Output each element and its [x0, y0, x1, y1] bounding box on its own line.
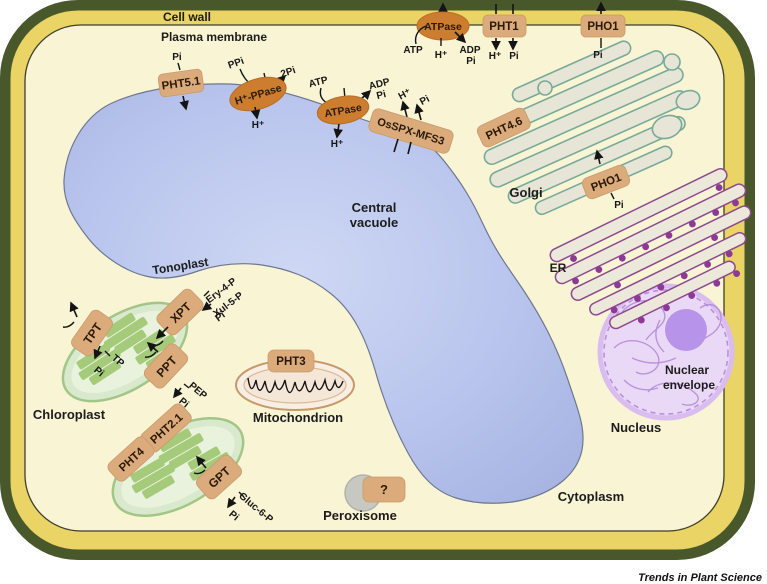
- h-label: H⁺: [489, 51, 502, 62]
- atp-label: ATP: [403, 45, 423, 56]
- atp-label: ATP: [308, 75, 330, 90]
- tpt-group: TPT TP Pi: [62, 301, 126, 379]
- golgi-vesicle: [675, 89, 701, 111]
- adp-label: ADP: [368, 77, 391, 93]
- pi-label: Pi: [466, 56, 476, 67]
- h-label: H⁺: [435, 50, 448, 61]
- peroxisome: ?: [344, 474, 406, 512]
- adp-label: ADP: [459, 45, 480, 56]
- pht4-box: [107, 436, 155, 482]
- pht5-1-box: [157, 68, 205, 98]
- endoplasmic-reticulum: [549, 168, 752, 330]
- plasma-membrane-label: Plasma membrane: [161, 30, 267, 44]
- v-atpase-group: ATP ADP Pi ATPase H⁺: [308, 75, 392, 150]
- pht5-1-group: Pi PHT5.1: [157, 52, 205, 111]
- nuclear-envelope-dashed-ring: [603, 289, 729, 415]
- pho1-golgi-group: PHO1 Pi: [581, 149, 631, 211]
- peroxisome-transporter-label: ?: [380, 482, 388, 497]
- pho1-pm-label: PHO1: [587, 21, 619, 33]
- h-label: H⁺: [397, 87, 413, 103]
- journal-credit: Trends in Plant Science: [638, 572, 762, 584]
- peroxisome-transporter-box: [362, 476, 406, 503]
- golgi-apparatus: [483, 40, 701, 216]
- v-atpase-pump: [316, 95, 370, 125]
- golgi-vesicle: [537, 80, 553, 96]
- h-label: H⁺: [252, 120, 265, 131]
- er-label: ER: [550, 261, 567, 275]
- golgi-label: Golgi: [509, 185, 542, 200]
- ppt-box: [143, 343, 189, 389]
- tpt-box: [71, 309, 113, 357]
- golgi-vesicle: [663, 53, 681, 71]
- pht4-6-box: [476, 107, 531, 148]
- pht3-group: PHT3: [267, 349, 315, 373]
- pm-atpase-label: ATPase: [424, 21, 462, 33]
- gpt-box: [196, 454, 242, 500]
- nucleus-label: Nucleus: [611, 420, 662, 435]
- pi-label: Pi: [593, 50, 603, 61]
- central-vacuole-label-line2: vacuole: [350, 215, 398, 230]
- pht1-group: PHT1 H⁺ Pi: [482, 4, 527, 62]
- pht1-label: PHT1: [489, 21, 519, 33]
- pho1-pm-group: PHO1 Pi: [580, 1, 626, 61]
- pht1-box: [482, 14, 527, 38]
- chromatin-strands: [613, 300, 722, 406]
- nucleolus: [665, 309, 707, 351]
- pi-label: Pi: [172, 52, 182, 63]
- xpt-box: [156, 288, 204, 336]
- cytoplasm-label: Cytoplasm: [558, 489, 624, 504]
- mitochondrion: [235, 359, 355, 411]
- pm-atpase-group: ATPase ATP H⁺ ADP Pi: [403, 2, 481, 67]
- nuclear-envelope-label-line2: envelope: [663, 378, 715, 392]
- ribosome-dots: [570, 184, 741, 324]
- nuclear-envelope-label-line1: Nuclear: [665, 363, 709, 377]
- golgi-vesicle: [651, 114, 683, 140]
- pho1-golgi-box: [581, 164, 631, 200]
- mitochondrion-label: Mitochondrion: [253, 410, 343, 425]
- pho1-pm-box: [580, 14, 626, 38]
- ppi-label: PPi: [227, 56, 246, 72]
- h-label: H⁺: [331, 139, 344, 150]
- pht3-box: [267, 349, 315, 373]
- pht5-1-label: PHT5.1: [161, 75, 202, 92]
- pi-label: Pi: [614, 200, 624, 211]
- cristae: [247, 377, 344, 394]
- chloroplast-label: Chloroplast: [33, 407, 106, 422]
- central-vacuole-label-line1: Central: [352, 200, 397, 215]
- peroxisome-label: Peroxisome: [323, 508, 397, 523]
- cell-wall-label: Cell wall: [163, 10, 211, 24]
- h-ppase-pump: [229, 76, 287, 112]
- pi-label: Pi: [375, 89, 387, 102]
- pht3-label: PHT3: [276, 356, 305, 368]
- pi-label: Pi: [509, 51, 519, 62]
- osspx-mfs3-box: [368, 108, 454, 154]
